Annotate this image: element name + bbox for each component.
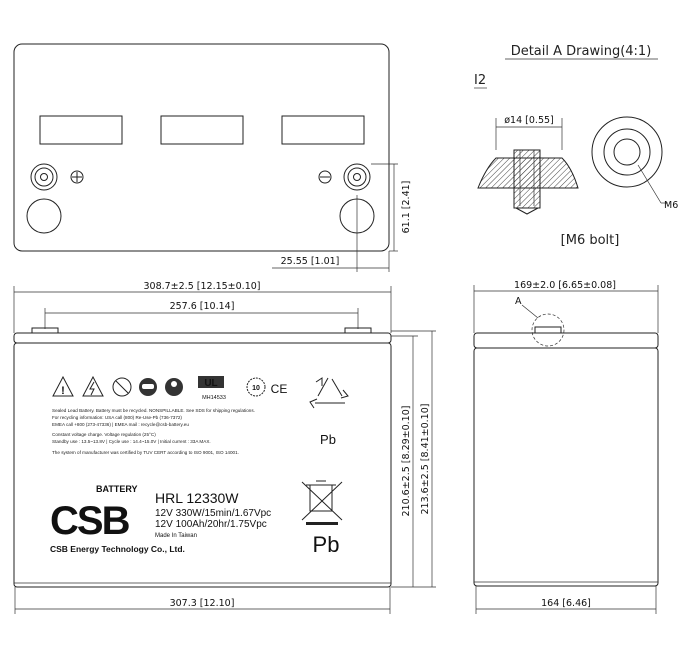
lid-band (13, 332, 392, 344)
svg-text:!: ! (61, 385, 65, 397)
warning-triangle-icon: ! (52, 375, 74, 397)
ten-year-life-icon: 10 (246, 377, 266, 397)
minus-marking-icon (318, 170, 332, 184)
svg-text:10: 10 (252, 385, 260, 392)
origin-text: Made In Taiwan (155, 533, 197, 539)
case-height-label: 210.6±2.5 [8.29±0.10] (401, 406, 412, 517)
base-width-label: 307.3 [12.10] (170, 598, 235, 609)
overall-width-label: 308.7±2.5 [12.15±0.10] (143, 281, 260, 292)
warning-line: The system of manufacturer was certified… (52, 450, 239, 455)
side-terminal (534, 326, 562, 334)
vent-slot-left (39, 115, 123, 145)
spec-capacity: 12V 100Ah/20hr/1.75Vpc (155, 519, 267, 530)
detail-a-callout-circle (531, 313, 565, 347)
warning-line: Sealed Lead Battery. Battery must be rec… (52, 408, 255, 413)
detail-title: Detail A Drawing(4:1) (511, 44, 652, 59)
top-view: 61.1 [2.41] 25.55 [1.01] (13, 43, 412, 272)
vent-slot-right (281, 115, 365, 145)
warning-line: For recycling information: USA call (800… (52, 415, 182, 420)
thread-label: M6 (664, 200, 678, 211)
terminal-top-view-detail (591, 116, 668, 204)
ul-recognized-icon: UL (198, 376, 224, 389)
height-dim-label: 61.1 [2.41] (401, 181, 412, 234)
front-view: 308.7±2.5 [12.15±0.10] 257.6 [10.14] 210… (13, 281, 436, 614)
terminal-section-view (477, 149, 579, 215)
warning-text-block: Sealed Lead Battery. Battery must be rec… (52, 408, 255, 455)
csb-logo-text: CSB (50, 499, 130, 543)
side-case-outline (473, 347, 659, 587)
plus-marking-icon (70, 170, 84, 184)
pb-recycle-text: Pb (320, 432, 336, 447)
side-lid (473, 332, 659, 349)
keep-from-children-icon (165, 378, 183, 396)
positive-terminal-top (343, 163, 371, 191)
warning-icons: ! UL MH14533 (52, 375, 349, 447)
eye-protection-icon (139, 378, 157, 396)
top-view-outline (13, 43, 390, 252)
no-trash-bin-icon (301, 480, 343, 525)
side-base-label: 164 [6.46] (541, 598, 591, 609)
detail-a: Detail A Drawing(4:1) I2 ø14 [0.55] M6 [… (474, 44, 678, 248)
warning-line: Standby use : 13.5~13.8V | Cycle use : 1… (52, 439, 211, 444)
warning-line: Constant voltage charge. Voltage regulat… (52, 432, 156, 437)
bolt-label: [M6 bolt] (561, 233, 620, 248)
case-outline (13, 342, 392, 588)
handle-recess-left (26, 198, 62, 234)
total-height-label: 213.6±2.5 [8.41±0.10] (420, 404, 431, 515)
electric-hazard-icon (82, 375, 104, 397)
cert-number: MH14533 (202, 395, 226, 401)
brand-logo: BATTERY CSB (50, 484, 138, 543)
side-view: 169±2.0 [6.65±0.08] A 164 [6.46] (473, 280, 659, 614)
diameter-label: ø14 [0.55] (504, 115, 554, 126)
detail-a-callout-label: A (515, 296, 522, 307)
no-fire-icon (112, 377, 132, 397)
vent-slot-middle (160, 115, 244, 145)
negative-terminal-top (30, 163, 58, 191)
recycle-icon (309, 377, 349, 409)
side-width-label: 169±2.0 [6.65±0.08] (514, 280, 616, 291)
brand-word: BATTERY (96, 484, 138, 494)
warning-line: EMEA call +800 (273-47336) | EMEA mail :… (52, 422, 189, 427)
model-name: HRL 12330W (155, 490, 239, 506)
terminal-span-label: 257.6 [10.14] (170, 301, 235, 312)
ce-mark: CE (271, 382, 288, 396)
pb-bin-text: Pb (313, 532, 340, 557)
company-name: CSB Energy Technology Co., Ltd. (50, 544, 185, 554)
terminal-code: I2 (474, 73, 486, 88)
svg-text:UL: UL (204, 378, 217, 389)
spec-power: 12V 330W/15min/1.67Vpc (155, 508, 271, 519)
offset-dim-label: 25.55 [1.01] (281, 256, 340, 267)
